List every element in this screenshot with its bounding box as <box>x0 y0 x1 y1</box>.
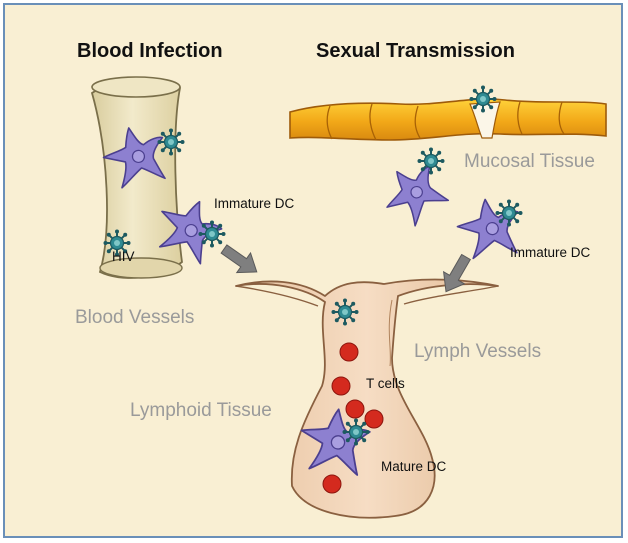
hiv-virus-icon <box>343 419 370 446</box>
label-hiv: HIV <box>112 250 135 264</box>
hiv-virus-icon <box>332 299 359 326</box>
label-blood-vessels: Blood Vessels <box>75 308 194 327</box>
t-cell <box>346 400 364 418</box>
title-sexual-transmission: Sexual Transmission <box>316 41 515 61</box>
t-cell <box>340 343 358 361</box>
mucosal-tissue <box>290 99 606 140</box>
arrow-left-icon <box>217 239 264 282</box>
hiv-virus-icon <box>158 129 185 156</box>
t-cell <box>323 475 341 493</box>
t-cell <box>332 377 350 395</box>
title-blood-infection: Blood Infection <box>77 41 223 61</box>
hiv-virus-icon <box>496 200 523 227</box>
hiv-virus-icon <box>470 86 497 113</box>
hiv-virus-icon <box>418 148 445 175</box>
label-lymph-vessels: Lymph Vessels <box>414 342 541 361</box>
label-immature-dc-right: Immature DC <box>510 246 590 260</box>
t-cell <box>365 410 383 428</box>
dendritic-cell-mucosa <box>374 153 455 233</box>
label-lymphoid-tissue: Lymphoid Tissue <box>130 401 272 420</box>
label-mature-dc: Mature DC <box>381 460 446 474</box>
label-immature-dc-left: Immature DC <box>214 197 294 211</box>
label-mucosal-tissue: Mucosal Tissue <box>464 152 595 171</box>
label-t-cells: T cells <box>366 377 405 391</box>
lymph-node <box>236 280 498 518</box>
blood-vessel <box>92 77 182 278</box>
hiv-virus-icon <box>199 221 226 248</box>
